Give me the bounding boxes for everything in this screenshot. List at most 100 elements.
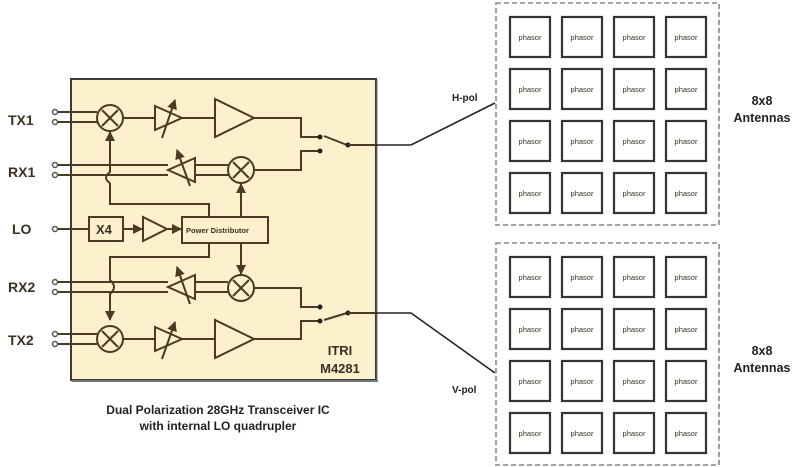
power-distributor-block xyxy=(181,216,269,244)
array-dashed-frame xyxy=(495,2,720,226)
phasor-label: phasor xyxy=(623,33,646,42)
tx2-chain xyxy=(58,318,323,360)
phasor-cell: phasor xyxy=(612,411,656,455)
phasor-label: phasor xyxy=(675,33,698,42)
phasor-label: phasor xyxy=(623,137,646,146)
phasor-label: phasor xyxy=(519,85,542,94)
phasor-cell: phasor xyxy=(612,307,656,351)
variable-attenuator-icon xyxy=(154,325,185,353)
phasor-label: phasor xyxy=(571,273,594,282)
phasor-label: phasor xyxy=(623,325,646,334)
chip-part-number: M4281 xyxy=(320,361,360,376)
phasor-label: phasor xyxy=(623,429,646,438)
phasor-label: phasor xyxy=(675,429,698,438)
pin-label-tx1: TX1 xyxy=(8,112,34,128)
h-array-title-2: Antennas xyxy=(734,111,791,125)
phasor-cell: phasor xyxy=(508,67,552,111)
v-pol-antenna-array: phasor phasor phasor phasor phasor phasor phas… xyxy=(495,242,720,466)
phasor-label: phasor xyxy=(571,85,594,94)
phasor-label: phasor xyxy=(623,85,646,94)
phasor-label: phasor xyxy=(623,189,646,198)
phasor-cell: phasor xyxy=(508,307,552,351)
phasor-label: phasor xyxy=(519,377,542,386)
phasor-cell: phasor xyxy=(664,171,708,215)
variable-attenuator-icon xyxy=(154,104,185,132)
pin-label-rx2: RX2 xyxy=(8,279,35,295)
phasor-cell: phasor xyxy=(612,119,656,163)
phasor-cell: phasor xyxy=(664,119,708,163)
amplifier-icon xyxy=(214,97,257,139)
power-distributor-label: Power Distributor xyxy=(186,226,249,235)
chip-body xyxy=(70,78,377,381)
phasor-label: phasor xyxy=(675,189,698,198)
phasor-cell: phasor xyxy=(664,307,708,351)
phasor-label: phasor xyxy=(675,85,698,94)
phasor-label: phasor xyxy=(571,33,594,42)
amplifier-icon xyxy=(214,318,257,360)
phasor-cell: phasor xyxy=(664,15,708,59)
lo-chain: X4 Power Distributor xyxy=(58,132,269,321)
phasor-cell: phasor xyxy=(560,15,604,59)
array-dashed-frame xyxy=(495,242,720,466)
v-pol-feed-line xyxy=(376,312,496,374)
phasor-cell: phasor xyxy=(560,67,604,111)
phasor-cell: phasor xyxy=(508,255,552,299)
phasor-label: phasor xyxy=(675,325,698,334)
amplifier-icon xyxy=(142,215,170,243)
phasor-cell: phasor xyxy=(612,255,656,299)
v-pol-label: V-pol xyxy=(452,385,477,396)
phasor-label: phasor xyxy=(571,325,594,334)
phasor-label: phasor xyxy=(571,377,594,386)
phasor-label: phasor xyxy=(519,325,542,334)
phasor-label: phasor xyxy=(519,189,542,198)
caption-line-1: Dual Polarization 28GHz Transceiver IC xyxy=(106,403,330,417)
h-pol-antenna-array: phasor phasor phasor phasor phasor phasor phas… xyxy=(495,2,720,226)
phasor-label: phasor xyxy=(675,273,698,282)
phasor-label: phasor xyxy=(519,429,542,438)
phasor-cell: phasor xyxy=(664,359,708,403)
v-pol-switch xyxy=(323,310,376,321)
phasor-cell: phasor xyxy=(612,359,656,403)
phasor-cell: phasor xyxy=(560,307,604,351)
h-pol-label: H-pol xyxy=(452,93,478,104)
phasor-cell: phasor xyxy=(508,171,552,215)
phasor-label: phasor xyxy=(571,137,594,146)
pin-terminals xyxy=(51,108,59,348)
pin-label-tx2: TX2 xyxy=(8,332,34,348)
phasor-label: phasor xyxy=(519,137,542,146)
phasor-label: phasor xyxy=(519,33,542,42)
rx1-chain xyxy=(58,148,323,187)
phasor-cell: phasor xyxy=(664,411,708,455)
pin-label-lo: LO xyxy=(12,221,32,237)
pin-label-rx1: RX1 xyxy=(8,164,35,180)
phasor-cell: phasor xyxy=(560,119,604,163)
phasor-cell: phasor xyxy=(612,67,656,111)
phasor-cell: phasor xyxy=(560,171,604,215)
phasor-cell: phasor xyxy=(664,255,708,299)
phasor-cell: phasor xyxy=(560,255,604,299)
phasor-cell: phasor xyxy=(508,119,552,163)
phasor-cell: phasor xyxy=(664,67,708,111)
quadrupler-label: X4 xyxy=(96,222,113,237)
phasor-label: phasor xyxy=(623,273,646,282)
v-array-title-1: 8x8 xyxy=(752,344,773,358)
phasor-cell: phasor xyxy=(508,411,552,455)
caption-line-2: with internal LO quadrupler xyxy=(139,419,297,433)
phasor-cell: phasor xyxy=(508,15,552,59)
h-pol-feed-line xyxy=(376,102,496,146)
phasor-cell: phasor xyxy=(612,15,656,59)
phasor-label: phasor xyxy=(571,429,594,438)
phasor-cell: phasor xyxy=(560,359,604,403)
h-array-title-1: 8x8 xyxy=(752,94,773,108)
phasor-cell: phasor xyxy=(612,171,656,215)
rx2-chain xyxy=(58,266,323,310)
phasor-cell: phasor xyxy=(560,411,604,455)
phasor-cell: phasor xyxy=(508,359,552,403)
phasor-label: phasor xyxy=(571,189,594,198)
chip-vendor: ITRI xyxy=(328,343,353,358)
phasor-label: phasor xyxy=(675,137,698,146)
phasor-label: phasor xyxy=(519,273,542,282)
phasor-label: phasor xyxy=(623,377,646,386)
phasor-label: phasor xyxy=(675,377,698,386)
